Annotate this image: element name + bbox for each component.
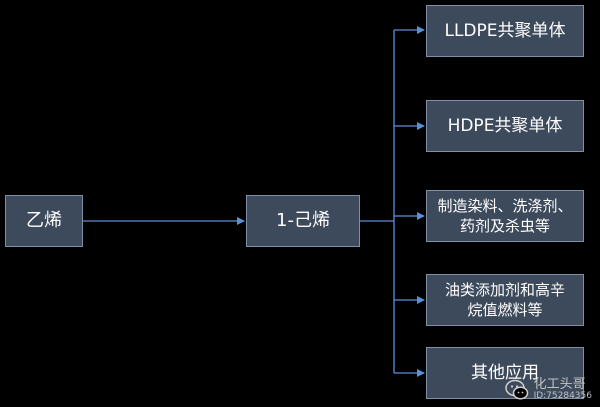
node-output-5-label: 其他应用 — [471, 362, 539, 383]
node-output-5: 其他应用 — [426, 347, 584, 399]
node-source-label: 乙烯 — [26, 209, 62, 231]
node-source: 乙烯 — [5, 195, 83, 247]
node-output-2-label: HDPE共聚单体 — [447, 115, 563, 136]
node-output-2: HDPE共聚单体 — [426, 100, 584, 152]
node-output-1: LLDPE共聚单体 — [426, 5, 584, 57]
watermark-id: ID:75284356 — [533, 391, 592, 402]
node-output-3: 制造染料、洗涤剂、 药剂及杀虫等 — [426, 190, 584, 242]
node-output-4-label: 油类添加剂和高辛 烷值燃料等 — [444, 280, 565, 319]
node-output-1-label: LLDPE共聚单体 — [444, 20, 566, 41]
wechat-icon — [504, 379, 528, 400]
watermark: 化工头哥 ID:75284356 — [504, 377, 592, 403]
node-intermediate: 1-己烯 — [246, 195, 360, 247]
node-output-3-label: 制造染料、洗涤剂、 药剂及杀虫等 — [437, 196, 573, 235]
node-output-4: 油类添加剂和高辛 烷值燃料等 — [426, 274, 584, 326]
watermark-name: 化工头哥 — [533, 377, 586, 393]
node-intermediate-label: 1-己烯 — [276, 209, 330, 231]
